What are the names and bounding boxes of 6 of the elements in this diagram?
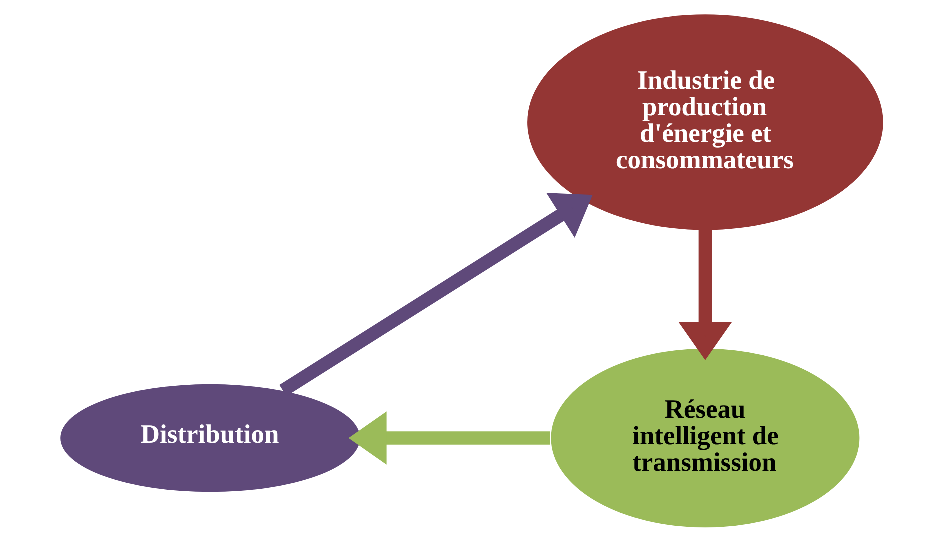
- arrow: [348, 412, 550, 465]
- arrow: [678, 230, 732, 360]
- arrow: [279, 193, 592, 396]
- node-ellipse: Distribution: [60, 384, 360, 492]
- node-ellipse: Industrie de production d'énergie et consommateurs: [527, 14, 883, 230]
- node-ellipse: Réseau intelligent de transmission: [550, 348, 860, 528]
